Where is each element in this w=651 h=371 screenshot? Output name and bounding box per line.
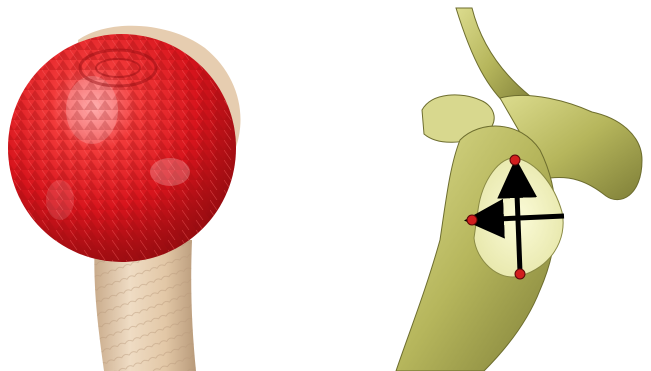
scapula-illustration: [380, 0, 651, 371]
anterior-landmark: [467, 215, 477, 225]
humeral-head-panel: [0, 0, 260, 371]
scapula-panel: [380, 0, 651, 371]
inferior-landmark: [515, 269, 525, 279]
humeral-head-illustration: [0, 0, 260, 371]
superior-landmark: [510, 155, 520, 165]
coracoid-process: [456, 8, 530, 110]
